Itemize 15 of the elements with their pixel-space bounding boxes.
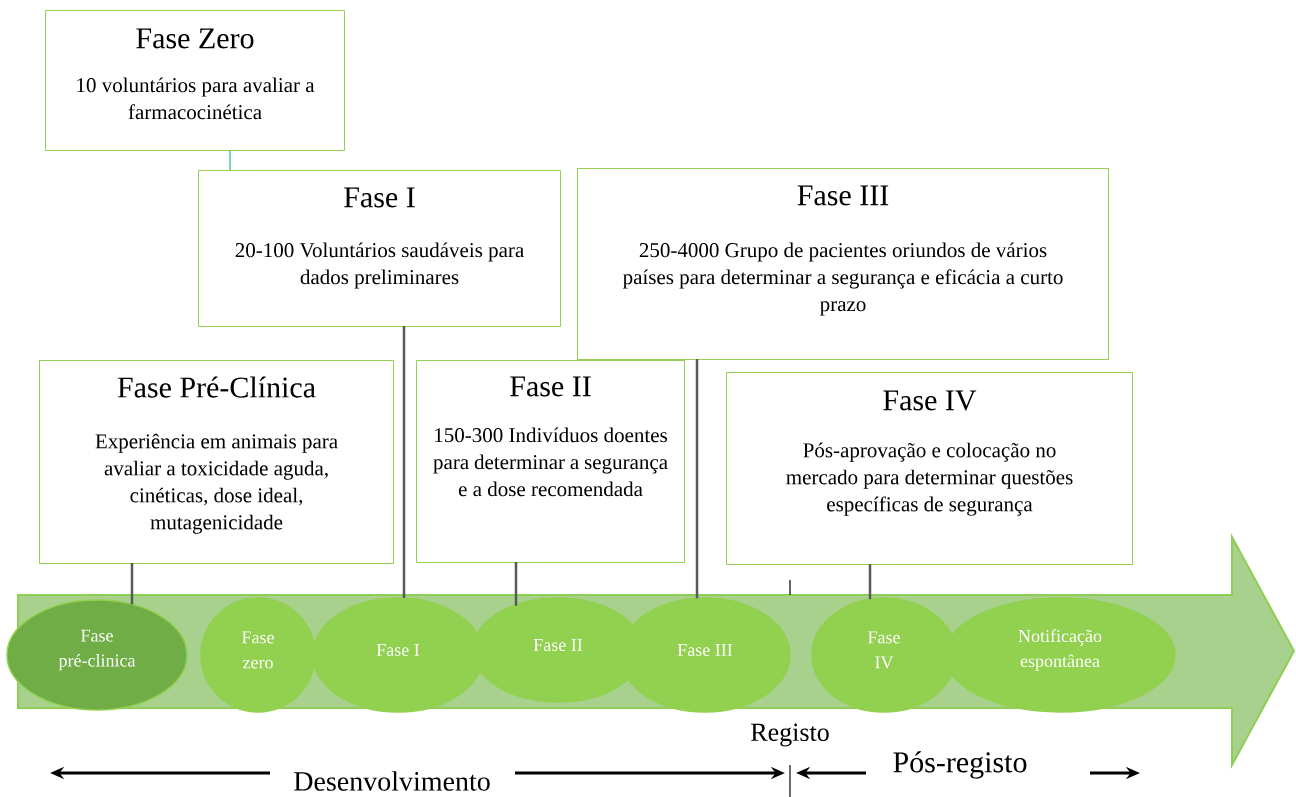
connector-line (402, 326, 406, 599)
axis-label: Registo (748, 721, 832, 749)
connector-line (229, 149, 231, 171)
phase-box: Fase I 20-100 Voluntários saudáveis para dados preliminares (198, 170, 561, 327)
phase-box: Fase III 250-4000 Grupo de pacientes oriundos de vários países para determinar a segurança e eficácia a curto prazo (577, 168, 1109, 360)
connector-line (695, 359, 699, 599)
connector-line (868, 564, 872, 600)
axis-label: Pós-registo (890, 749, 1030, 781)
phase-box: Fase II 150-300 Indivíduos doentes para determinar a segurança e a dose recomendada (416, 360, 685, 563)
connector-line (514, 562, 518, 606)
phase-box: Fase Zero 10 voluntários para avaliar a farmacocinética (45, 10, 345, 151)
phase-box: Fase Pré-Clínica Experiência em animais para avaliar a toxicidade aguda, cinéticas, dose ideal, mutagenicidade (39, 360, 394, 564)
axis-label: Desenvolvimento (291, 769, 493, 793)
phase-box: Fase IV Pós-aprovação e colocação no mercado para determinar questões específicas de segurança (726, 372, 1133, 565)
connector-line (130, 563, 134, 605)
